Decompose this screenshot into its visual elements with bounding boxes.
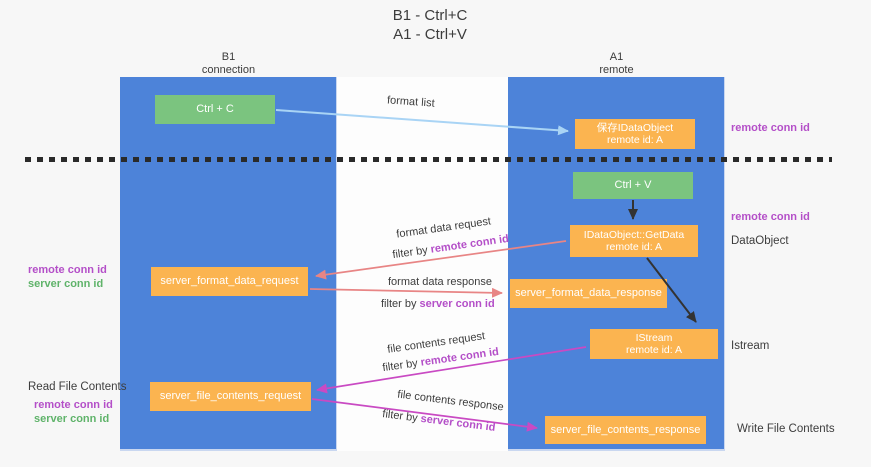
node-file-response-label: server_file_contents_response xyxy=(550,423,701,436)
node-ctrl-c-label: Ctrl + C xyxy=(196,103,234,115)
lane-a1-subtitle: remote xyxy=(599,64,634,76)
node-ctrl-v-label: Ctrl + V xyxy=(614,179,652,191)
lane-a1-title: A1 xyxy=(609,51,624,63)
lane-b1-subtitle: connection xyxy=(201,64,256,76)
title-line-1: B1 - Ctrl+C xyxy=(392,7,468,24)
lane-b1-title: B1 xyxy=(221,51,236,63)
label-left-server-conn-id-2: server conn id xyxy=(34,413,110,425)
node-server-format-data-response: server_format_data_response xyxy=(510,279,667,308)
node-format-response-label: server_format_data_response xyxy=(515,287,662,299)
node-save-idataobject-line1: 保存IDataObject xyxy=(596,121,674,134)
node-idataobject-getdata: IDataObject::GetData remote id: A xyxy=(570,225,698,257)
node-save-idataobject: 保存IDataObject remote id: A xyxy=(575,119,695,149)
node-ctrl-v: Ctrl + V xyxy=(573,172,693,199)
node-server-file-contents-response: server_file_contents_response xyxy=(545,416,706,444)
node-getdata-line1: IDataObject::GetData xyxy=(583,228,685,241)
node-server-format-data-request: server_format_data_request xyxy=(151,267,308,296)
server-conn-id-highlight: server conn id xyxy=(419,298,495,310)
node-save-idataobject-line2: remote id: A xyxy=(606,134,664,146)
node-server-file-contents-request: server_file_contents_request xyxy=(150,382,311,411)
label-remote-conn-id-mid: remote conn id xyxy=(731,211,810,223)
node-ctrl-c: Ctrl + C xyxy=(155,95,275,124)
node-getdata-line2: remote id: A xyxy=(605,241,663,253)
label-write-file-contents: Write File Contents xyxy=(737,423,835,435)
label-left-remote-conn-id-2: remote conn id xyxy=(34,399,113,411)
label-left-remote-conn-id-1: remote conn id xyxy=(28,264,107,276)
label-istream: Istream xyxy=(731,340,770,352)
label-left-conn-group-2: remote conn id server conn id xyxy=(34,398,113,426)
label-remote-conn-id-top: remote conn id xyxy=(731,122,810,134)
lane-header-a1: A1 remote xyxy=(508,51,725,77)
node-istream-line2: remote id: A xyxy=(625,344,683,356)
label-format-data-response: format data response xyxy=(388,276,492,288)
lane-header-b1: B1 connection xyxy=(120,51,337,77)
label-filter-server-1: filter by server conn id xyxy=(381,298,495,310)
label-left-server-conn-id-1: server conn id xyxy=(28,278,104,290)
node-format-request-label: server_format_data_request xyxy=(160,275,299,287)
node-istream: IStream remote id: A xyxy=(590,329,718,359)
label-dataobject: DataObject xyxy=(731,235,789,247)
session-separator-dashed-line xyxy=(25,157,832,162)
node-file-request-label: server_file_contents_request xyxy=(159,390,302,402)
title-line-2: A1 - Ctrl+V xyxy=(393,26,467,43)
filter-by-text: filter by xyxy=(381,298,420,310)
label-read-file-contents: Read File Contents xyxy=(28,381,127,393)
label-left-conn-group-1: remote conn id server conn id xyxy=(28,263,107,291)
node-istream-line1: IStream xyxy=(635,331,673,344)
diagram-title: B1 - Ctrl+C A1 - Ctrl+V xyxy=(280,6,580,44)
